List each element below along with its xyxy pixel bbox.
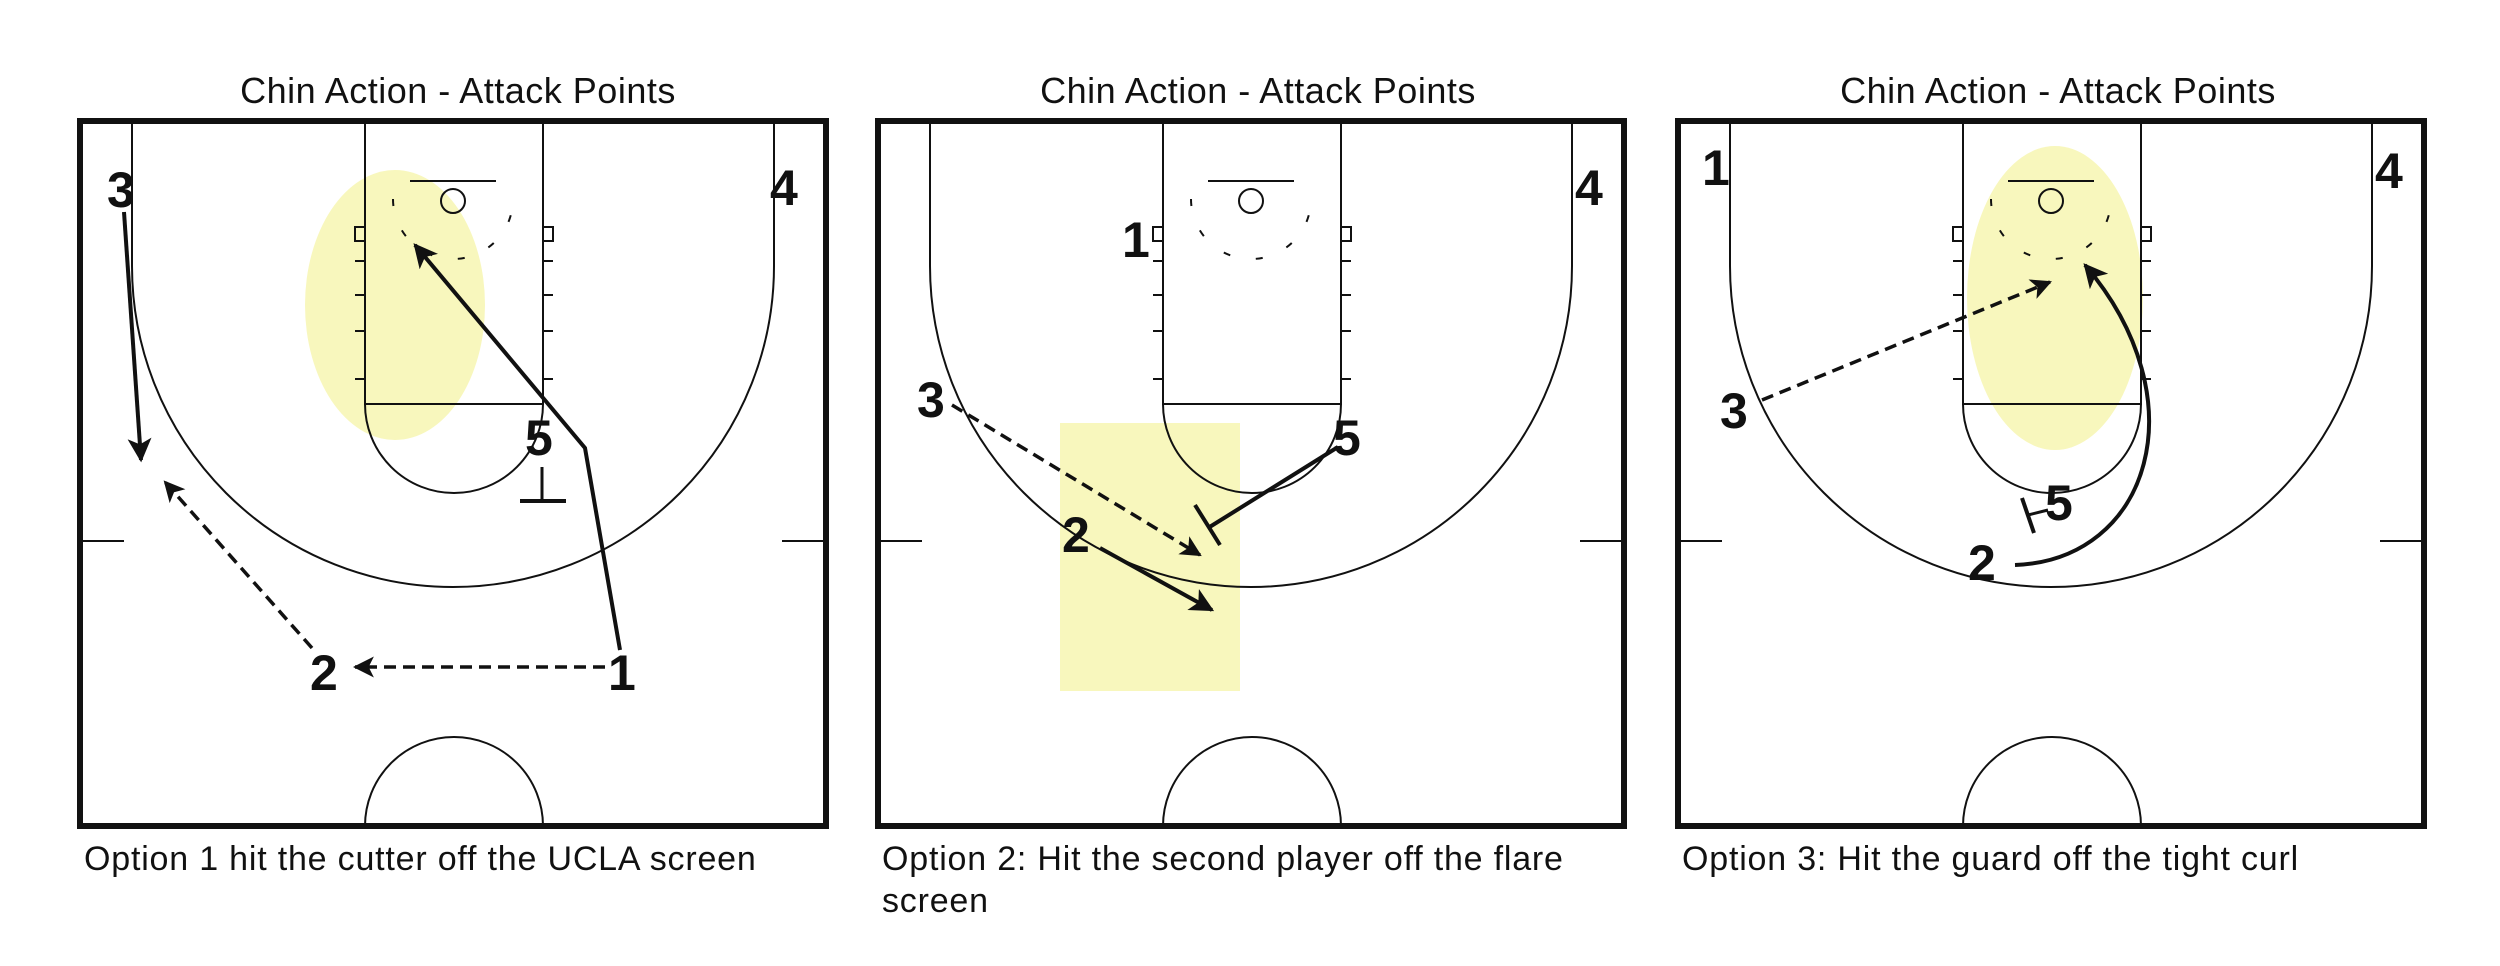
flare-cut-path-2 xyxy=(1099,546,1215,612)
player-4: 4 xyxy=(1575,160,1603,216)
ucla-cut-path-1 xyxy=(413,243,622,651)
diagram-2: 1 4 3 5 2 xyxy=(878,121,1624,826)
diagram-3: 1 4 3 5 2 xyxy=(1678,121,2424,826)
court-2 xyxy=(878,121,1624,826)
player-1: 1 xyxy=(608,645,636,701)
player-3: 3 xyxy=(917,372,945,428)
diagram-3-caption: Option 3: Hit the guard off the tight cu… xyxy=(1682,840,2299,878)
curl-cut-path-2 xyxy=(2014,263,2151,567)
pass-3-to-2 xyxy=(951,403,1202,557)
attack-zone-2 xyxy=(1060,423,1240,691)
player-2: 2 xyxy=(310,645,338,701)
diagram-2-title: Chin Action - Attack Points xyxy=(1040,70,1476,111)
diagram-1-caption: Option 1 hit the cutter off the UCLA scr… xyxy=(84,840,757,878)
cut-path-3 xyxy=(122,211,152,463)
diagram-3-title: Chin Action - Attack Points xyxy=(1840,70,2276,111)
attack-zone-3 xyxy=(1967,146,2143,450)
player-2: 2 xyxy=(1062,507,1090,563)
pass-2-to-3 xyxy=(163,480,314,650)
diagram-2-caption: Option 2: Hit the second player off the … xyxy=(882,840,1564,920)
player-2: 2 xyxy=(1968,535,1996,591)
screen-5-bar xyxy=(2020,497,2036,534)
player-4: 4 xyxy=(770,160,798,216)
diagram-1: 3 4 5 2 1 xyxy=(80,121,826,826)
player-4: 4 xyxy=(2375,143,2403,199)
player-3: 3 xyxy=(107,162,135,218)
player-5: 5 xyxy=(2045,475,2073,531)
player-3: 3 xyxy=(1720,383,1748,439)
screen-5 xyxy=(2027,508,2049,517)
flare-screen-path-5 xyxy=(1206,445,1340,530)
flare-screen-bar xyxy=(1193,503,1222,547)
player-1: 1 xyxy=(1122,212,1150,268)
player-1: 1 xyxy=(1702,140,1730,196)
pass-3-to-2 xyxy=(1761,279,2052,402)
diagram-1-title: Chin Action - Attack Points xyxy=(240,70,676,111)
attack-zone-1 xyxy=(305,170,485,440)
player-5: 5 xyxy=(1333,410,1361,466)
player-5: 5 xyxy=(525,410,553,466)
